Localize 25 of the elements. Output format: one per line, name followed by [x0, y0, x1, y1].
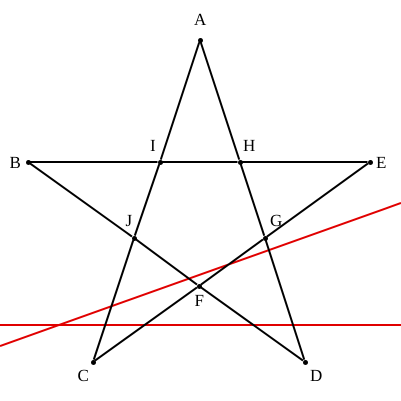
- point-label: F: [194, 292, 204, 308]
- line-segment: [30, 161, 158, 163]
- line-segment: [135, 238, 198, 286]
- line-segment: [264, 240, 306, 360]
- point-label: G: [270, 212, 282, 228]
- line-segment: [242, 161, 368, 163]
- line-segment: [240, 164, 266, 236]
- point-label: H: [243, 136, 256, 154]
- line-segment: [94, 286, 198, 362]
- line-segment: [200, 238, 264, 286]
- line-segment: [266, 162, 369, 238]
- line-segment: [200, 286, 304, 362]
- point-label: D: [310, 366, 322, 384]
- line-segment: [162, 161, 238, 163]
- line-segment: [200, 42, 240, 160]
- line-segment: [160, 42, 200, 160]
- line-segment: [92, 240, 134, 360]
- point-label: J: [126, 212, 132, 228]
- line-segment: [29, 162, 133, 238]
- point-label: I: [150, 136, 156, 154]
- point-label: C: [78, 366, 89, 384]
- point-label: A: [194, 10, 206, 28]
- point-label: B: [10, 154, 21, 170]
- line-segment: [134, 164, 160, 236]
- point-label: E: [376, 154, 386, 170]
